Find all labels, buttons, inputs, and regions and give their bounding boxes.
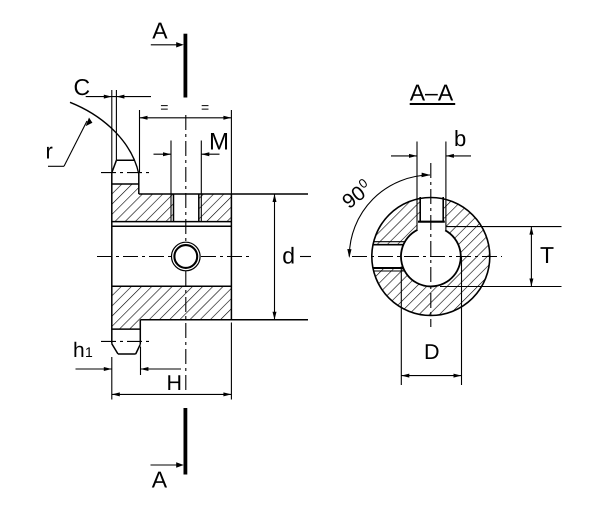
svg-text:=: = [201, 99, 209, 115]
svg-text:A–A: A–A [410, 80, 454, 106]
svg-text:M: M [209, 129, 229, 156]
svg-text:h: h [73, 339, 85, 362]
svg-text:r: r [46, 139, 53, 164]
svg-text:C: C [74, 74, 91, 100]
svg-text:D: D [424, 340, 440, 364]
svg-text:A: A [152, 18, 168, 44]
svg-text:=: = [160, 99, 168, 115]
svg-text:1: 1 [85, 344, 93, 360]
svg-text:A: A [152, 466, 168, 492]
svg-text:d: d [282, 242, 295, 268]
svg-text:H: H [167, 371, 183, 395]
svg-text:T: T [540, 242, 554, 268]
svg-text:b: b [454, 126, 466, 151]
